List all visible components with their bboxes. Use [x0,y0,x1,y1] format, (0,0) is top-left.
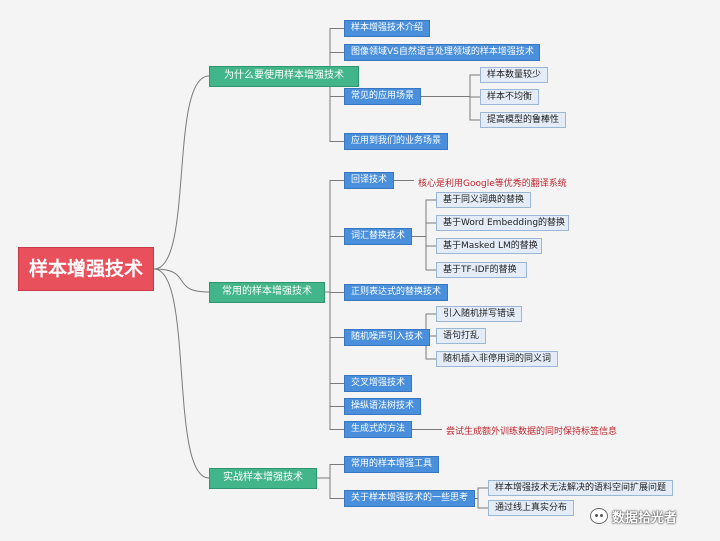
connector-line [412,199,436,237]
leaf-node-3-2-1[interactable]: 样本增强技术无法解决的语料空间扩展问题 [488,480,673,496]
leaf-node-1-3-1[interactable]: 样本数量较少 [480,67,548,83]
sub-node-2-1[interactable]: 回译技术 [344,172,394,189]
connector-line [153,75,210,270]
connector-line [317,477,344,499]
wechat-icon [590,508,608,524]
sub-node-1-1[interactable]: 样本增强技术介绍 [344,20,430,37]
leaf-node-1-3-3[interactable]: 提高模型的鲁棒性 [480,112,566,128]
branch-node-3[interactable]: 实战样本增强技术 [209,467,317,489]
leaf-node-3-2-2[interactable]: 通过线上真实分布 [488,500,574,516]
leaf-node-2-4-3[interactable]: 随机插入非停用词的同义词 [436,351,558,367]
sub-node-2-4[interactable]: 随机噪声引入技术 [344,329,430,346]
branch-node-1[interactable]: 为什么要使用样本增强技术 [209,65,359,87]
root-node[interactable]: 样本增强技术 [18,247,154,291]
sub-node-2-5[interactable]: 交叉增强技术 [344,375,412,392]
connector-line [325,291,344,430]
connector-line [475,487,488,499]
connector-line [412,236,436,271]
connector-line [412,236,436,247]
sub-node-2-2[interactable]: 词汇替换技术 [344,228,412,245]
sub-node-3-2[interactable]: 关于样本增强技术的一些思考 [344,490,475,507]
watermark-text: 数据拾光者 [612,510,678,526]
connector-line [421,74,480,97]
leaf-node-2-2-2[interactable]: 基于Word Embedding的替换 [436,215,569,231]
connector-line [317,464,344,479]
connector-line [412,222,436,237]
leaf-node-2-4-1[interactable]: 引入随机拼写错误 [436,306,522,322]
connector-line [153,268,210,479]
connector-line [421,96,480,121]
watermark: 数据拾光者 [590,505,677,527]
leaf-node-2-2-1[interactable]: 基于同义词典的替换 [436,192,531,208]
sub-node-1-4[interactable]: 应用到我们的业务场景 [344,133,448,150]
sub-node-2-3[interactable]: 正则表达式的替换技术 [344,284,448,301]
branch-node-2[interactable]: 常用的样本增强技术 [209,281,325,303]
sub-node-3-1[interactable]: 常用的样本增强工具 [344,456,439,473]
connector-line [475,498,488,509]
connector-line [153,268,210,293]
leaf-node-2-2-3[interactable]: 基于Masked LM的替换 [436,238,542,254]
sub-node-1-2[interactable]: 图像领域VS自然语言处理领域的样本增强技术 [344,44,540,61]
connector-line [325,236,344,293]
sub-node-2-6[interactable]: 操纵语法树技术 [344,398,421,415]
leaf-node-1-3-2[interactable]: 样本不均衡 [480,89,539,105]
sub-node-2-7[interactable]: 生成式的方法 [344,421,412,438]
connector-line [325,291,344,407]
leaf-node-2-2-4[interactable]: 基于TF-IDF的替换 [436,262,527,278]
sub-node-1-3[interactable]: 常见的应用场景 [344,88,421,105]
connector-line [325,291,344,338]
note-text: 尝试生成额外训练数据的同时保持标签信息 [446,427,618,437]
leaf-node-2-4-2[interactable]: 语句打乱 [436,328,486,344]
note-text: 核心是利用Google等优秀的翻译系统 [418,179,567,189]
